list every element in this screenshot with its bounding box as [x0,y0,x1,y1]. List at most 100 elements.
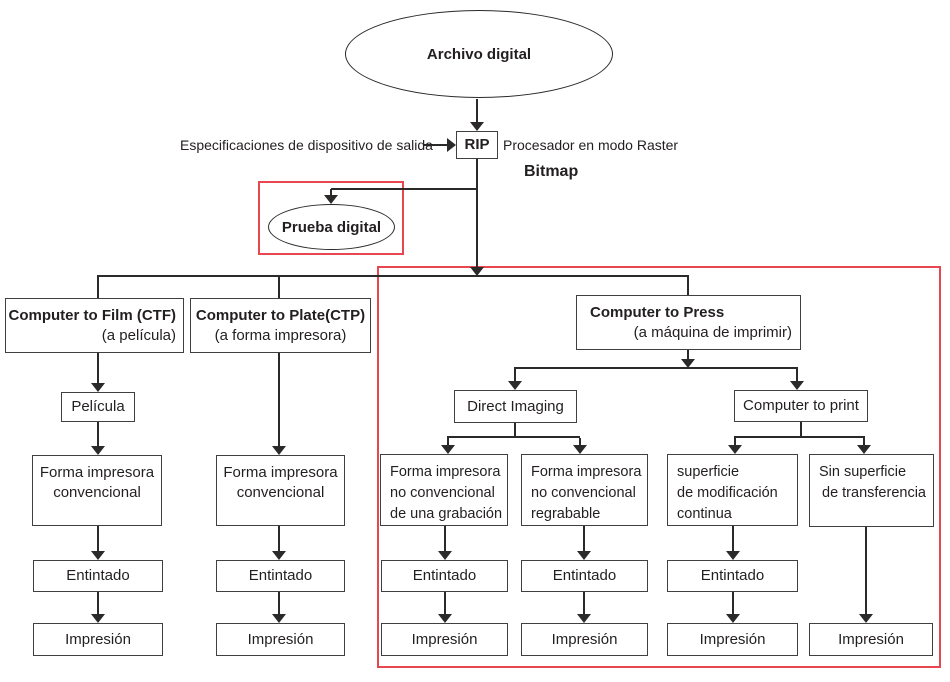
connector-line [732,526,734,551]
connector-line [447,438,449,445]
highlight-box-prueba-digital [258,181,404,255]
node-impresion-col4: Impresión [809,623,933,656]
node-label: Impresión [551,630,618,648]
label-bitmap: Bitmap [524,163,579,180]
node-entintado-col2: Entintado [521,560,648,592]
arrowhead [726,614,740,623]
connector-line [865,527,867,614]
node-label: Entintado [700,567,765,584]
node-line: Forma impresora [39,464,155,481]
node-label: Impresión [247,630,314,648]
node-sin-superficie-transferencia: Sin superficie de transferencia [809,454,934,527]
node-impresion-ctf: Impresión [33,623,163,656]
node-label: Impresión [699,630,766,648]
connector-line [863,438,865,445]
node-pelicula: Película [61,392,135,422]
node-label: Entintado [412,567,477,584]
node-line: convencional [53,484,141,501]
connector-line [278,277,280,298]
node-title: Computer to Plate(CTP) [195,306,366,324]
node-subtitle: (a máquina de imprimir) [633,323,792,341]
node-rip: RIP [456,131,498,159]
node-label: Impresión [65,630,131,648]
arrowhead [272,446,286,455]
connector-line [583,592,585,614]
node-label: Entintado [552,567,617,584]
arrowhead [91,614,105,623]
node-forma-no-convencional-grabacion: Forma impresora no convencional de una g… [380,454,508,526]
node-prueba-digital: Prueba digital [268,204,395,250]
arrowhead [681,359,695,368]
node-line: no convencional [390,485,495,501]
connector-line [579,438,581,445]
node-direct-imaging: Direct Imaging [454,390,577,423]
node-label: Impresión [838,630,904,648]
node-line: Forma impresora [390,464,501,480]
node-entintado-col1: Entintado [381,560,508,592]
connector-line [514,367,798,369]
connector-line [796,369,798,381]
arrowhead [272,551,286,560]
node-superficie-modificacion-continua: superficie de modificación continua [667,454,798,526]
connector-line [734,436,865,438]
node-label: Impresión [411,630,478,648]
node-line: no convencional [531,485,636,501]
arrowhead [91,446,105,455]
connector-line [732,592,734,614]
connector-line [476,99,478,123]
node-computer-to-print: Computer to print [734,390,868,422]
node-title: Computer to Press [590,303,725,321]
node-forma-impresora-convencional-ctf: Forma impresora convencional [32,455,162,526]
node-line: de modificación [677,485,778,501]
node-entintado-ctp: Entintado [216,560,345,592]
node-label: Archivo digital [426,45,532,63]
arrowhead [470,122,484,131]
connector-line [476,159,478,267]
arrowhead [91,551,105,560]
connector-line [278,526,280,551]
connector-line [97,526,99,551]
node-label: Película [71,398,125,415]
node-label: Computer to print [743,397,859,414]
node-line: continua [677,506,732,522]
connector-line [278,353,280,446]
arrowhead [859,614,873,623]
connector-line [514,369,516,381]
connector-line [330,189,332,196]
connector-line [800,422,802,437]
node-forma-no-convencional-regrabable: Forma impresora no convencional regrabab… [521,454,648,526]
connector-line [687,350,689,359]
arrowhead [728,445,742,454]
connector-line [97,277,99,298]
arrowhead [577,614,591,623]
label-procesador-raster: Procesador en modo Raster [503,137,679,153]
arrowhead [324,195,338,204]
node-subtitle: (a película) [101,326,176,344]
arrowhead [726,551,740,560]
node-label: RIP [464,136,490,153]
arrowhead [508,381,522,390]
connector-line [444,526,446,551]
node-line: Sin superficie [819,464,907,480]
arrowhead [438,551,452,560]
connector-line [514,423,516,437]
arrowhead [438,614,452,623]
connector-line [424,144,447,146]
node-forma-impresora-convencional-ctp: Forma impresora convencional [216,455,345,526]
node-line: Forma impresora [223,464,338,481]
connector-line [331,188,477,190]
connector-line [97,353,99,383]
node-line: superficie [677,464,740,480]
node-line: de transferencia [822,485,926,501]
label-especificaciones: Especificaciones de dispositivo de salid… [180,137,433,153]
node-impresion-col3: Impresión [667,623,798,656]
node-computer-to-film: Computer to Film (CTF) (a película) [5,298,184,353]
node-computer-to-press: Computer to Press (a máquina de imprimir… [576,295,801,350]
node-line: convencional [236,484,325,501]
arrowhead [91,383,105,392]
arrowhead [573,445,587,454]
connector-line [97,422,99,446]
node-impresion-ctp: Impresión [216,623,345,656]
arrowhead [577,551,591,560]
